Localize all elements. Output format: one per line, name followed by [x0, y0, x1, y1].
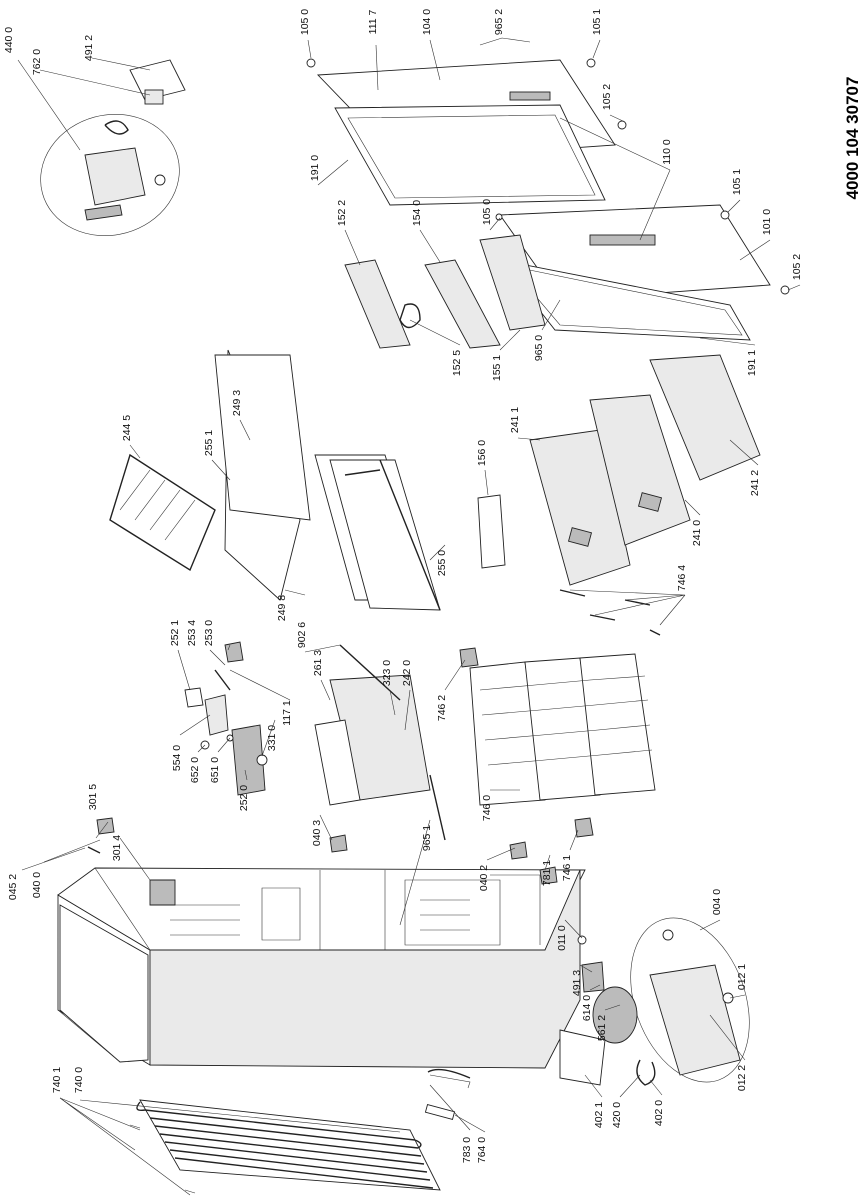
callout-label: 491 2 — [83, 35, 95, 61]
callout-label: 746 2 — [436, 695, 448, 721]
callout-label: 249 3 — [231, 390, 243, 416]
callout-label: 902 6 — [296, 622, 308, 648]
callout-label: 764 0 — [476, 1137, 488, 1163]
callout-label: 781 1 — [541, 860, 553, 886]
callout-label: 746 4 — [676, 565, 688, 591]
callout-label: 323 0 — [381, 660, 393, 686]
fan-assembly — [40, 59, 186, 237]
control-parts — [184, 641, 268, 796]
callout-label: 045 2 — [7, 874, 19, 900]
callout-label: 440 0 — [3, 27, 15, 53]
callout-label: 105 2 — [601, 84, 613, 110]
callout-label: 554 0 — [171, 745, 183, 771]
callout-label: 746 0 — [481, 795, 493, 821]
callout-label: 420 0 — [611, 1102, 623, 1128]
callout-label: 004 0 — [711, 889, 723, 915]
callout-label: 105 1 — [591, 9, 603, 35]
callout-label: 012 1 — [736, 964, 748, 990]
callout-label: 652 0 — [189, 757, 201, 783]
callout-label: 301 4 — [111, 835, 123, 861]
callout-label: 105 0 — [299, 9, 311, 35]
callout-label: 255 1 — [203, 430, 215, 456]
callout-label: 241 0 — [691, 520, 703, 546]
callout-label: 402 0 — [653, 1100, 665, 1126]
leader-lines — [17, 37, 801, 1196]
callout-label: 191 1 — [746, 350, 758, 376]
callout-label: 110 0 — [661, 139, 673, 165]
callout-label: 111 7 — [367, 9, 379, 34]
shelves — [109, 349, 441, 611]
callout-label: 191 0 — [309, 155, 321, 181]
callout-label: 152 2 — [336, 200, 348, 226]
callout-label: 252 0 — [238, 785, 250, 811]
callout-label: 249 8 — [276, 595, 288, 621]
callout-label: 261 3 — [312, 650, 324, 676]
callout-label: 491 3 — [571, 970, 583, 996]
callout-label: 331 0 — [266, 725, 278, 751]
callout-label: 011 0 — [556, 925, 568, 951]
callout-label: 152 5 — [451, 350, 463, 376]
small-parts — [87, 58, 790, 945]
callout-label: 965 1 — [421, 825, 433, 851]
crisper-drawers — [477, 354, 761, 586]
callout-label: 101 0 — [761, 209, 773, 235]
callout-label: 242 0 — [401, 660, 413, 686]
callout-label: 746 1 — [561, 855, 573, 881]
callout-label: 105 1 — [731, 169, 743, 195]
callout-label: 105 0 — [481, 199, 493, 225]
freezer-drawer — [314, 644, 446, 841]
callout-label: 255 0 — [436, 550, 448, 576]
cabinet — [57, 867, 586, 1069]
door-assemblies — [316, 59, 771, 341]
callout-label: 965 2 — [493, 9, 505, 35]
callout-label: 154 0 — [411, 200, 423, 226]
callout-label: 402 1 — [593, 1102, 605, 1128]
callout-label: 762 0 — [31, 49, 43, 75]
callout-label: 651 0 — [209, 757, 221, 783]
callout-label: 040 2 — [478, 865, 490, 891]
callout-label: 117 1 — [281, 700, 293, 726]
callout-label: 040 3 — [311, 820, 323, 846]
callout-label: 561 2 — [596, 1015, 608, 1041]
callout-label: 740 1 — [51, 1067, 63, 1093]
compressor-assembly — [424, 917, 750, 1121]
callout-label: 104 0 — [421, 9, 433, 35]
callout-label: 241 1 — [509, 407, 521, 433]
callout-label: 965 0 — [533, 335, 545, 361]
freezer-racks — [459, 589, 661, 838]
callout-label: 740 0 — [73, 1067, 85, 1093]
callout-labels: 440 0 762 0 491 2 045 2 040 0 301 5 301 … — [3, 9, 803, 1163]
callout-label: 253 0 — [203, 620, 215, 646]
callout-label: 244 5 — [121, 415, 133, 441]
callout-label: 783 0 — [461, 1137, 473, 1163]
callout-label: 252 1 — [169, 620, 181, 646]
callout-label: 614 0 — [581, 995, 593, 1021]
drawing-number: 4000 104 30707 — [843, 77, 862, 200]
callout-label: 040 0 — [31, 872, 43, 898]
door-bins — [344, 234, 546, 349]
callout-label: 241 2 — [749, 470, 761, 496]
callout-label: 012 2 — [736, 1065, 748, 1091]
callout-label: 156 0 — [476, 440, 488, 466]
callout-label: 105 2 — [791, 254, 803, 280]
callout-label: 155 1 — [491, 355, 503, 381]
callout-label: 301 5 — [87, 784, 99, 810]
callout-label: 253 4 — [186, 620, 198, 646]
condenser — [129, 1099, 441, 1194]
